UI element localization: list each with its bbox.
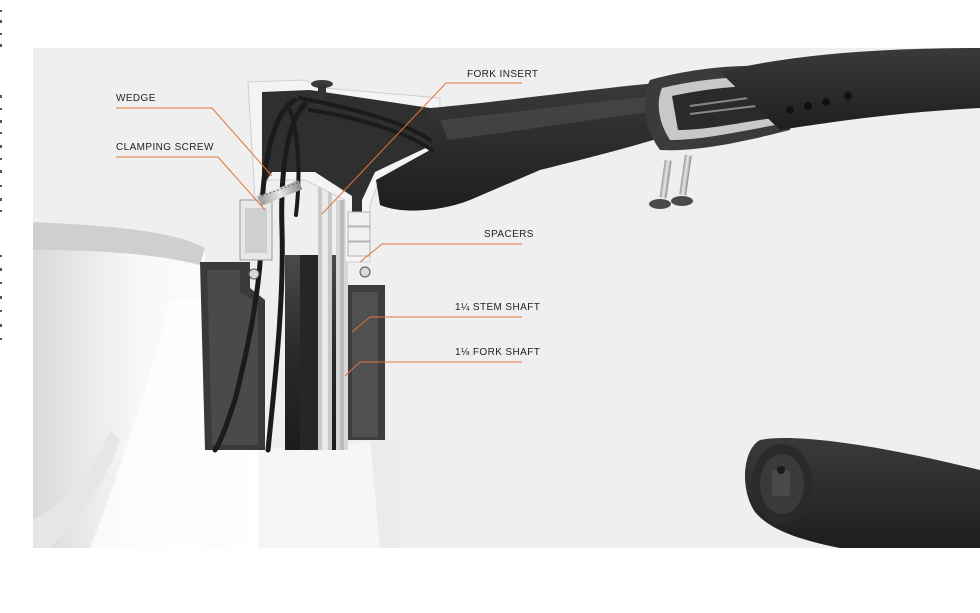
- callout-line-stem-shaft: [351, 316, 522, 333]
- callout-lines: [116, 82, 522, 377]
- wedge-assembly: [239, 180, 371, 280]
- label-stem-shaft: 1¼ STEM SHAFT: [455, 302, 541, 313]
- spacers: [347, 211, 371, 257]
- callout-line-spacers: [359, 243, 522, 263]
- label-wedge: WEDGE: [116, 93, 156, 104]
- callout-line-fork-shaft: [344, 361, 522, 377]
- callout-line-clamping-screw: [116, 156, 266, 211]
- fork-shaft: [318, 180, 332, 450]
- stem-shaft: [285, 200, 348, 450]
- label-fork-insert: FORK INSERT: [467, 69, 539, 80]
- label-spacers: SPACERS: [484, 229, 534, 240]
- callout-line-fork-insert: [321, 82, 522, 215]
- scan-edge-specks: [0, 0, 6, 350]
- handlebar-end: [744, 438, 980, 548]
- callout-line-wedge: [116, 107, 273, 177]
- label-fork-shaft: 1⅛ FORK SHAFT: [455, 347, 541, 358]
- scan-specks-graphic: [0, 10, 2, 340]
- label-clamping-screw: CLAMPING SCREW: [116, 142, 214, 153]
- mounting-bolts: [649, 154, 693, 209]
- cables: [212, 96, 434, 453]
- head-tube: [258, 440, 400, 548]
- handlebar-top: [720, 48, 980, 130]
- top-cap-bolt: [311, 80, 333, 106]
